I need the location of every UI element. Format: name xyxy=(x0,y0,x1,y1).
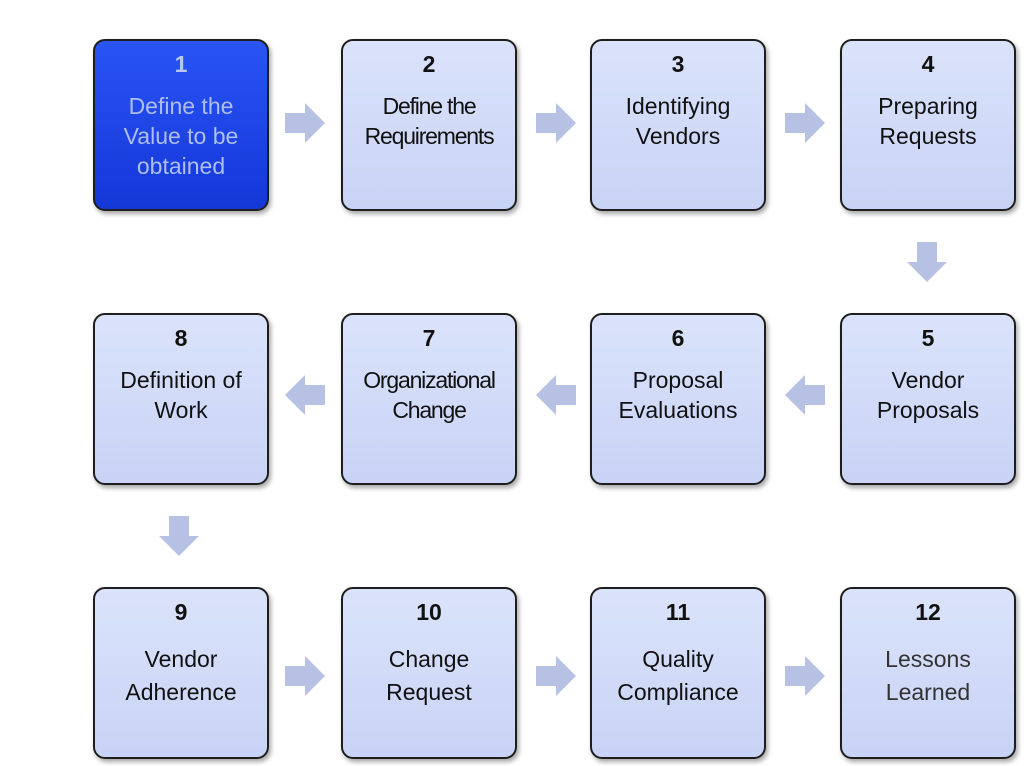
step-label: Define the Requirements xyxy=(364,93,495,149)
step-label: Organizational Change xyxy=(363,367,496,423)
arrow-down-icon xyxy=(159,516,199,556)
step-number: 1 xyxy=(174,51,188,77)
step-8-box: 8 Definition of Work xyxy=(93,313,269,485)
step-number: 11 xyxy=(665,599,691,625)
step-7-box: 7 Organizational Change xyxy=(341,313,517,485)
step-2-box: 2 Define the Requirements xyxy=(341,39,517,211)
step-number: 9 xyxy=(174,599,188,625)
arrow-left-icon xyxy=(536,375,576,415)
arrow-left-icon xyxy=(785,375,825,415)
step-label: Preparing Requests xyxy=(878,93,978,149)
step-number: 6 xyxy=(671,325,685,351)
step-label: Proposal Evaluations xyxy=(618,367,738,423)
step-number: 5 xyxy=(921,325,935,351)
step-5-box: 5 Vendor Proposals xyxy=(840,313,1016,485)
step-number: 12 xyxy=(915,599,941,625)
arrow-right-icon xyxy=(285,103,325,143)
step-9-box: 9 Vendor Adherence xyxy=(93,587,269,759)
arrow-down-icon xyxy=(907,242,947,282)
step-label: Define the Value to be obtained xyxy=(123,93,239,179)
step-label: Definition of Work xyxy=(120,367,242,423)
step-12-box: 12 Lessons Learned xyxy=(840,587,1016,759)
step-6-box: 6 Proposal Evaluations xyxy=(590,313,766,485)
arrow-right-icon xyxy=(785,656,825,696)
step-label: Vendor Proposals xyxy=(876,367,980,423)
arrow-left-icon xyxy=(285,375,325,415)
step-3-box: 3 Identifying Vendors xyxy=(590,39,766,211)
arrow-right-icon xyxy=(785,103,825,143)
arrow-right-icon xyxy=(536,656,576,696)
step-label: Change Request xyxy=(386,646,472,705)
step-4-box: 4 Preparing Requests xyxy=(840,39,1016,211)
step-1-box: 1 Define the Value to be obtained xyxy=(93,39,269,211)
step-number: 10 xyxy=(416,599,442,625)
step-number: 2 xyxy=(422,51,436,77)
arrow-right-icon xyxy=(285,656,325,696)
step-number: 4 xyxy=(921,51,935,77)
step-11-box: 11 Quality Compliance xyxy=(590,587,766,759)
step-label: Lessons Learned xyxy=(885,646,971,705)
step-10-box: 10 Change Request xyxy=(341,587,517,759)
step-number: 3 xyxy=(671,51,685,77)
step-label: Quality Compliance xyxy=(617,646,739,705)
arrow-right-icon xyxy=(536,103,576,143)
step-label: Identifying Vendors xyxy=(625,93,731,149)
step-number: 7 xyxy=(422,325,436,351)
step-label: Vendor Adherence xyxy=(125,646,237,705)
step-number: 8 xyxy=(174,325,188,351)
